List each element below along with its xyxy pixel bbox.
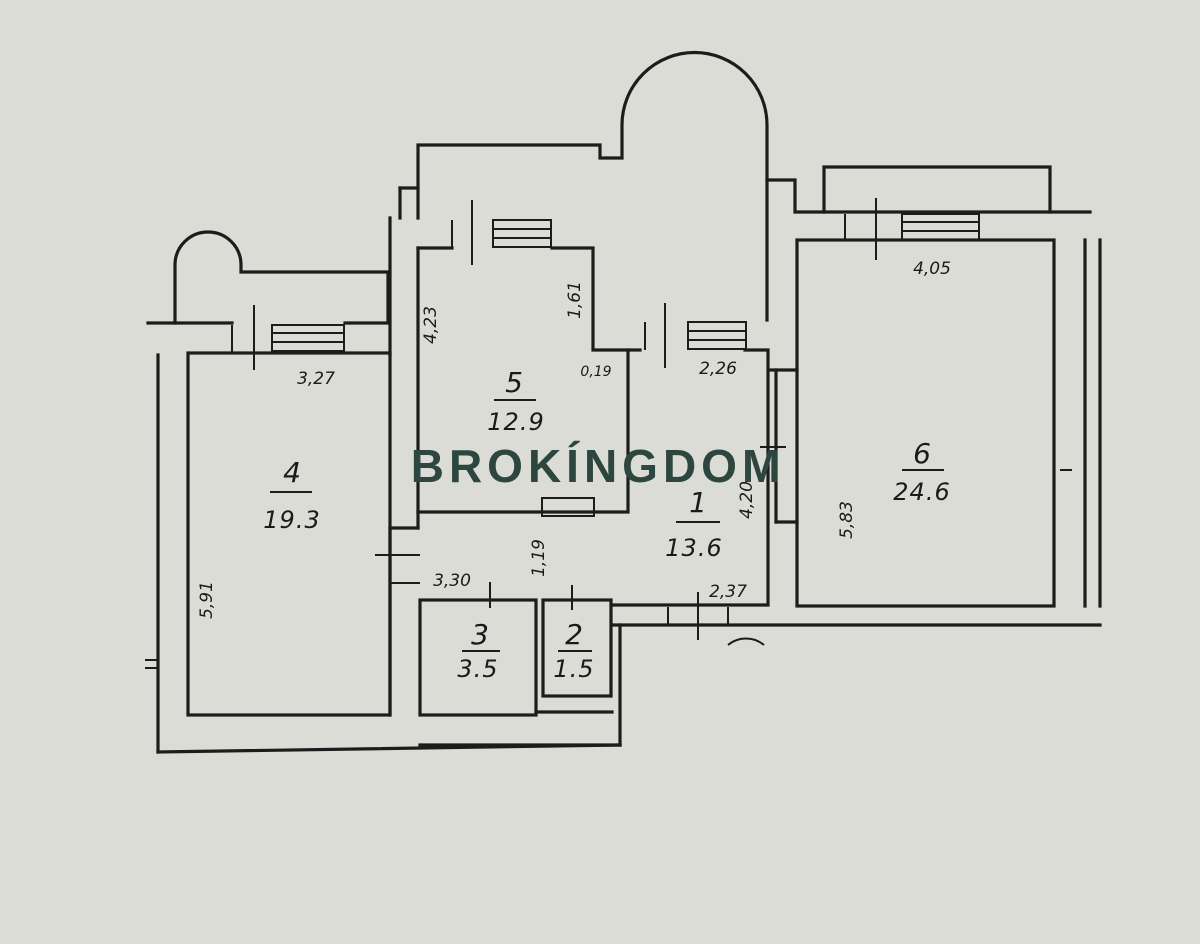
wall-ticks [375,446,786,610]
room-5-number: 5 [505,366,523,399]
room-5-label: 5 12.9 [487,366,544,436]
dim-room-6-length: 5,83 [837,501,857,539]
room-5-area: 12.9 [487,408,544,436]
dim-room-5-side: 1,61 [565,281,585,319]
walls [145,50,1102,754]
room-2-area: 1.5 [553,655,594,683]
window-room-5 [451,200,552,265]
dim-room-6-width: 4,05 [913,259,951,279]
brand-watermark: BROKÍNGDOM [411,440,786,492]
room-2-label: 2 1.5 [553,618,594,683]
room-4-number: 4 [283,456,301,489]
dim-corridor-width: 1,19 [529,539,549,577]
room-6-label: 6 24.6 [893,437,950,506]
dimension-labels: 3,27 5,91 4,23 1,61 0,19 2,26 4,05 5,83 … [197,259,951,619]
room-4-area: 19.3 [263,506,320,534]
dim-corridor-length: 3,30 [433,571,471,591]
windows [231,198,980,646]
dim-room-5-length: 4,23 [421,306,441,344]
dim-room-4-length: 5,91 [197,581,217,619]
room-3-label: 3 3.5 [457,618,500,683]
room-1-label: 1 13.6 [665,486,722,562]
room-3-number: 3 [471,618,489,651]
dim-room-1-width: 2,26 [699,359,737,379]
dim-room-4-width: 3,27 [297,369,335,389]
room-2-number: 2 [565,618,583,651]
dim-hall-length: 2,37 [709,582,747,602]
window-room-1 [644,303,747,368]
room-4-label: 4 19.3 [263,456,320,534]
room-1-area: 13.6 [665,534,722,562]
room-1-number: 1 [689,486,707,519]
dim-room-5-niche: 0,19 [580,364,611,380]
room-6-number: 6 [913,437,931,470]
room-3-area: 3.5 [457,655,498,683]
window-room-4 [231,305,345,370]
entrance-door [667,592,765,646]
dim-room-1-length: 4,20 [737,481,757,519]
window-room-6 [844,198,980,260]
room-6-area: 24.6 [893,478,950,506]
room-labels: 4 19.3 5 12.9 1 13.6 6 24.6 3 3.5 2 1.5 [263,366,950,683]
